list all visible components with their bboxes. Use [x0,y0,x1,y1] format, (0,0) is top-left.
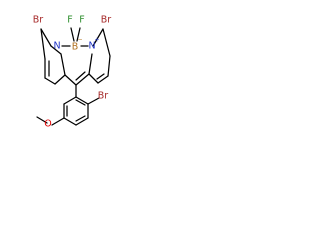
bromine-label-right: Br [101,15,112,26]
bond [75,115,86,122]
atom-labels: Br F F Br N B − N + O Br [33,15,112,130]
bond [44,77,56,85]
bond [107,55,111,77]
bonds [36,27,111,126]
nitrogen-label-left: N [53,41,60,52]
bond [92,28,104,47]
bond [54,74,66,85]
bromine-label-bottom: Br [98,91,109,102]
structure-canvas: Br F F Br N B − N + O Br [0,0,152,152]
bond [75,117,89,126]
molecule-diagram: Br F F Br N B − N + O Br [33,15,112,130]
bond [75,99,86,106]
bond [70,27,75,42]
boron-label: B [72,42,79,53]
fluorine-label-left: F [67,15,72,26]
bond [51,117,65,126]
bond [64,74,77,86]
bond [40,28,52,47]
bond [76,27,81,42]
bond [60,53,66,76]
bond [88,73,99,84]
nitrogen-label-right: N [88,41,95,52]
bond [87,97,100,105]
bond [63,96,77,105]
bond [102,28,111,57]
fluorine-label-right: F [79,15,84,26]
bond [97,75,109,84]
bond [40,28,46,60]
bond [75,96,89,105]
oxygen-label: O [44,119,51,130]
boron-charge: − [77,37,82,44]
bond [75,73,90,86]
bond [50,45,62,55]
nitrogen-charge: + [94,37,99,44]
bond [63,117,77,126]
bond [36,116,48,124]
bromine-label-left: Br [33,15,44,26]
bond [88,53,93,75]
bond [75,71,86,81]
bond [96,73,105,80]
